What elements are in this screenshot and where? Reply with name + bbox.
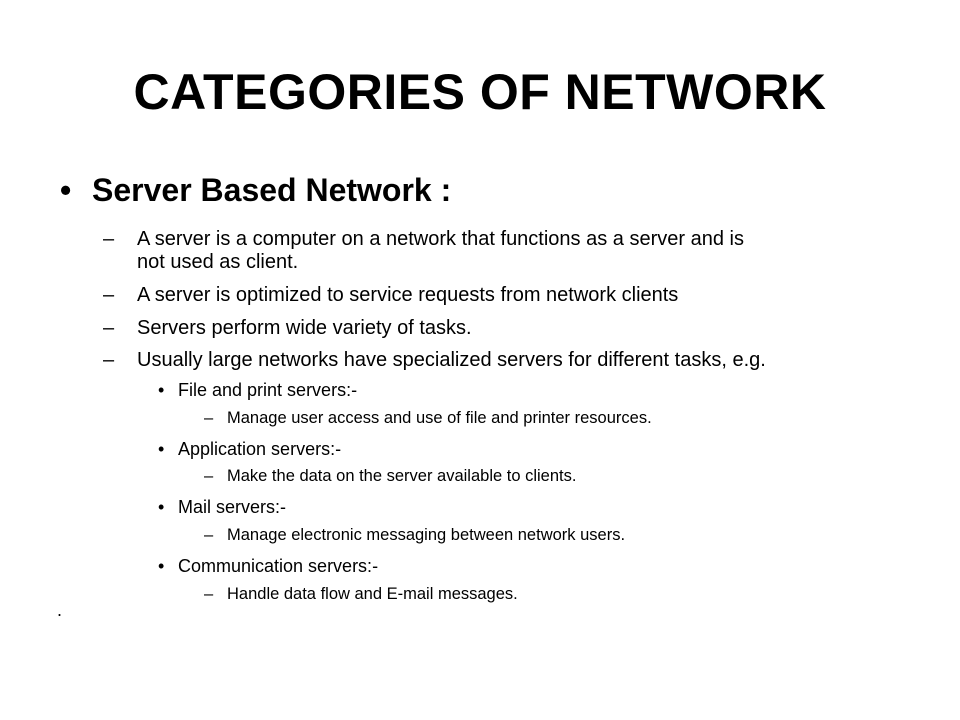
bullet-icon: •	[158, 556, 165, 576]
server-type-desc: Make the data on the server available to…	[227, 467, 577, 485]
point-2: A server is optimized to service request…	[137, 284, 679, 306]
server-type-desc: Manage user access and use of file and p…	[227, 409, 652, 427]
server-type-name: Communication servers:-	[178, 556, 379, 576]
point-1-line-1: A server is a computer on a network that…	[137, 228, 744, 250]
dash-icon: –	[103, 284, 115, 306]
server-type-name: Application servers:-	[178, 439, 342, 459]
server-type-desc: Handle data flow and E-mail messages.	[227, 585, 518, 603]
section-heading: Server Based Network :	[92, 172, 452, 208]
dash-icon: –	[204, 585, 214, 603]
point-1-line-2: not used as client.	[137, 251, 299, 273]
server-type-name: Mail servers:-	[178, 497, 287, 517]
dash-icon: –	[103, 228, 115, 250]
stray-dot: .	[57, 600, 63, 620]
bullet-icon: •	[60, 172, 72, 208]
dash-icon: –	[103, 317, 115, 339]
dash-icon: –	[103, 349, 115, 371]
server-type-name: File and print servers:-	[178, 380, 358, 400]
bullet-icon: •	[158, 497, 165, 517]
dash-icon: –	[204, 467, 214, 485]
bullet-icon: •	[158, 439, 165, 459]
server-type-desc: Manage electronic messaging between netw…	[227, 526, 626, 544]
bullet-icon: •	[158, 380, 165, 400]
point-3: Servers perform wide variety of tasks.	[137, 317, 472, 339]
dash-icon: –	[204, 409, 214, 427]
slide-title: CATEGORIES OF NETWORK	[133, 64, 827, 120]
point-4: Usually large networks have specialized …	[137, 349, 766, 371]
dash-icon: –	[204, 526, 214, 544]
